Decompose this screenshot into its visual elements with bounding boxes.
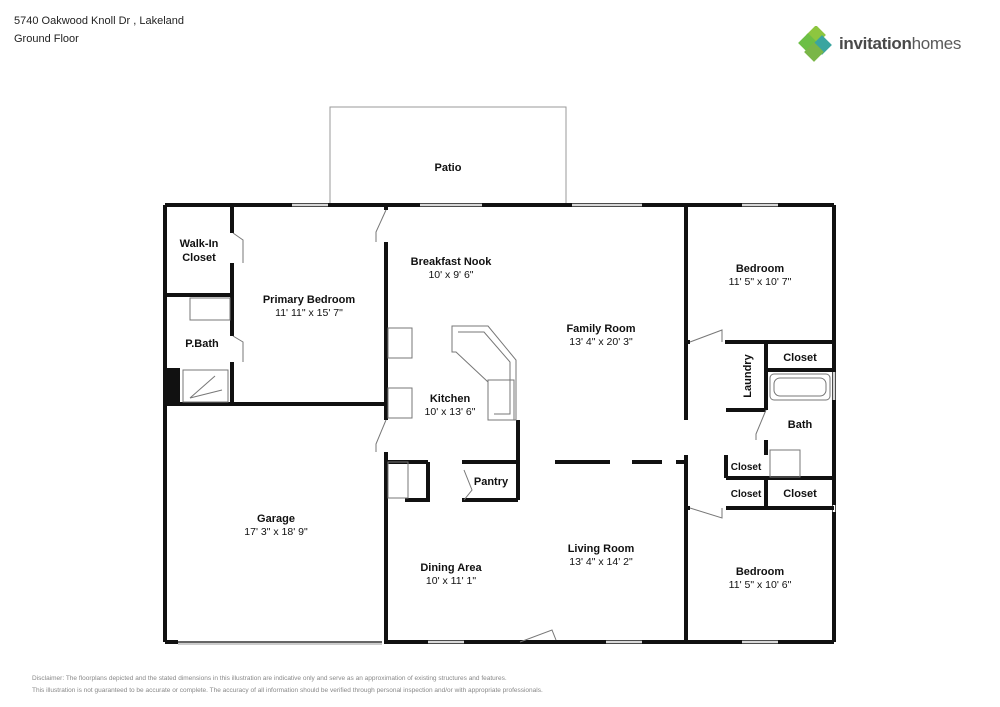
logo-text: invitationhomes [839,34,961,54]
bedroom-top-label: Bedroom [736,263,785,275]
property-address: 5740 Oakwood Knoll Dr , Lakeland [14,15,184,27]
logo-word-invitation: invitation [839,34,912,53]
breakfast-nook-label: Breakfast Nook [411,256,493,268]
kitchen-label: Kitchen [430,393,471,405]
living-room-dims: 13' 4" x 14' 2" [569,556,633,568]
closet-mid-label: Closet [731,489,762,500]
logo-word-homes: homes [911,34,962,53]
fixtures [182,297,831,499]
logo-mark-icon [798,26,832,62]
bedroom-bottom-dims: 11' 5" x 10' 6" [729,579,792,591]
floor-label: Ground Floor [14,33,79,45]
bedroom-top-dims: 11' 5" x 10' 7" [729,276,792,288]
interior-walls [165,205,834,642]
garage-label: Garage [257,513,295,525]
p-bath-label: P.Bath [185,338,219,350]
walk-in-closet-label-1: Walk-In [180,238,219,250]
doors [232,209,767,643]
breakfast-nook-dims: 10' x 9' 6" [428,269,473,281]
disclaimer-line-1: Disclaimer: The floorplans depicted and … [32,675,507,682]
primary-bedroom-label: Primary Bedroom [263,294,356,306]
patio-label: Patio [435,162,462,174]
closet-top-label: Closet [783,352,817,364]
exterior-walls [163,203,836,644]
patio-outline [329,106,567,205]
disclaimer-line-2: This illustration is not guaranteed to b… [32,687,543,694]
dining-area-dims: 10' x 11' 1" [426,575,476,587]
walk-in-closet-label-2: Closet [182,252,216,264]
garage-dims: 17' 3" x 18' 9" [244,526,308,538]
room-labels: Patio Walk-In Closet Primary Bedroom 11'… [180,162,818,591]
kitchen-dims: 10' x 13' 6" [425,406,476,418]
family-room-label: Family Room [566,323,635,335]
family-room-dims: 13' 4" x 20' 3" [569,336,633,348]
closet-small-label: Closet [731,462,762,473]
invitation-homes-logo: invitationhomes [797,24,961,64]
window-lines [292,204,835,643]
wall-block [166,368,180,404]
dining-area-label: Dining Area [420,562,482,574]
garage-door [178,641,382,645]
closet-right-label: Closet [783,488,817,500]
primary-bedroom-dims: 11' 11" x 15' 7" [275,307,343,319]
laundry-label: Laundry [742,353,754,397]
pantry-label: Pantry [474,476,509,488]
living-room-label: Living Room [568,543,635,555]
bedroom-bottom-label: Bedroom [736,566,785,578]
bath-label: Bath [788,419,813,431]
